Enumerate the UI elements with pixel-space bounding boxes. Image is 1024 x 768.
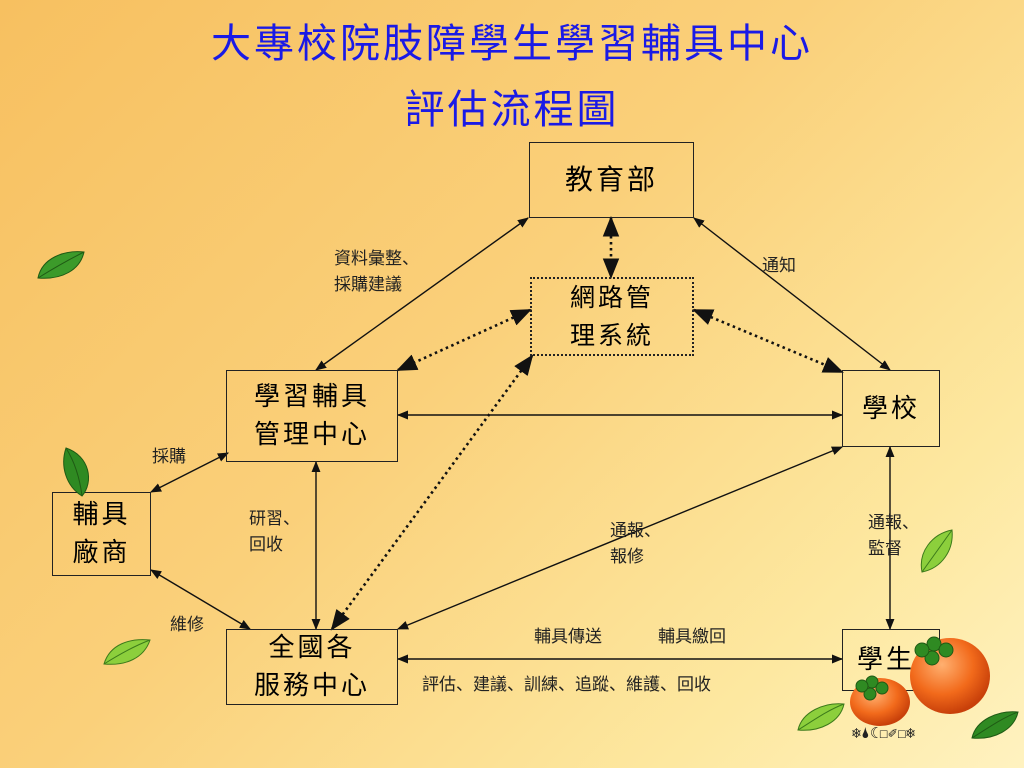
label-report-repair: 通報、 報修 — [610, 521, 661, 567]
node-school: 學校 — [842, 370, 940, 447]
label-purchase: 採購 — [152, 447, 186, 467]
leaf-icon — [797, 703, 845, 731]
label-evaluate: 評估、建議、訓練、追蹤、維護、回收 — [422, 675, 711, 695]
leaf-icon — [971, 711, 1019, 739]
label-notify: 通知 — [762, 256, 796, 276]
dotted-network-school — [692, 308, 844, 374]
diagram-subtitle: 評估流程圖 — [404, 87, 620, 133]
node-network-system: 網路管 理系統 — [530, 277, 694, 356]
label-data-purchase: 資料彙整、 採購建議 — [334, 249, 419, 295]
arrow-vendor-center — [150, 452, 229, 493]
dotted-network-service — [330, 354, 534, 631]
leaf-icon — [920, 529, 953, 573]
node-aids-vendor: 輔具 廠商 — [52, 492, 151, 576]
arrow-vendor-service — [150, 569, 251, 630]
label-deliver: 輔具傳送 — [534, 627, 602, 647]
leaf-icon — [37, 251, 85, 279]
leaf-icon — [63, 447, 90, 497]
node-service-centers: 全國各 服務中心 — [226, 629, 398, 705]
diagram-title: 大專校院肢障學生學習輔具中心 — [211, 21, 813, 67]
label-repair: 維修 — [170, 615, 204, 635]
node-learning-aids-center: 學習輔具 管理中心 — [226, 370, 398, 462]
label-report-supervise: 通報、 監督 — [868, 513, 919, 559]
arrow-moe-center — [315, 217, 529, 371]
arrow-moe-school — [693, 217, 891, 371]
dotted-network-center — [396, 308, 532, 372]
persimmon-icon — [850, 636, 990, 726]
node-ministry-of-education: 教育部 — [529, 142, 694, 218]
leaf-icon — [103, 639, 151, 665]
label-return: 輔具繳回 — [658, 627, 726, 647]
decorative-glyphs: ❄🌢☾☐✐☐❄ — [852, 724, 916, 742]
label-training-recycle: 研習、 回收 — [249, 509, 300, 555]
